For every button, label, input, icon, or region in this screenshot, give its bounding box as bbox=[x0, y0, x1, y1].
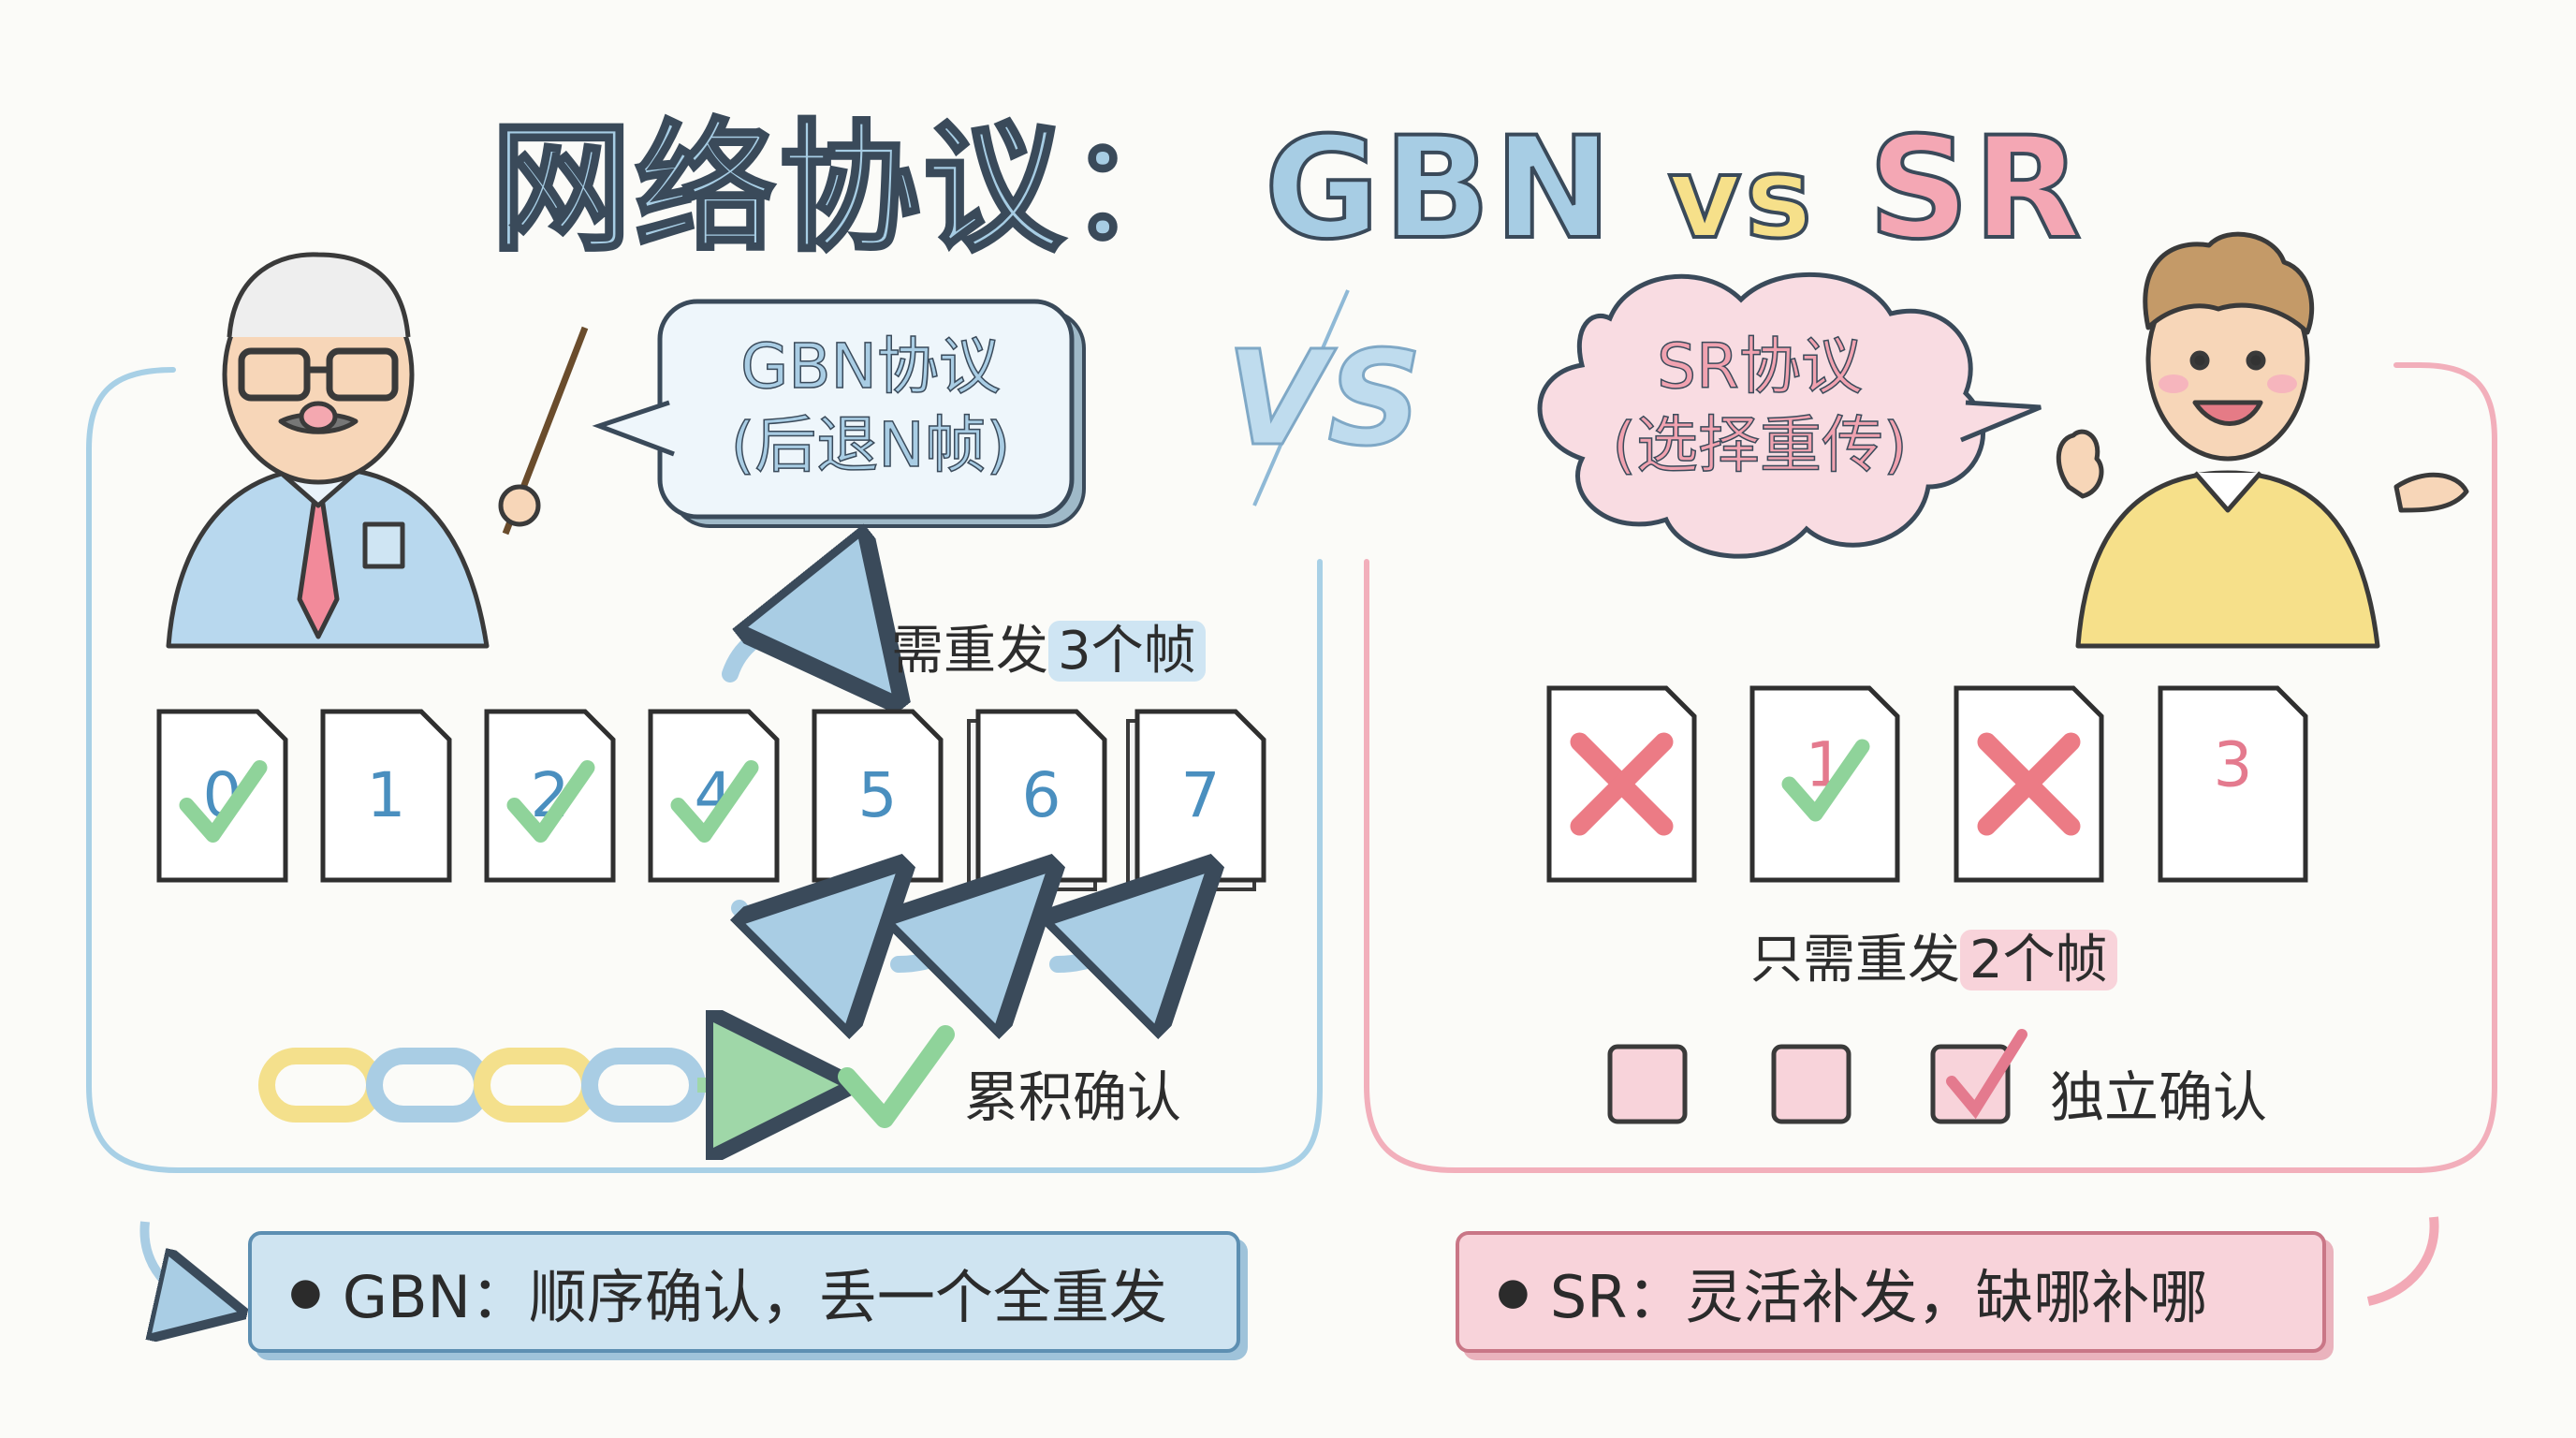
sr-frame-label: 3 bbox=[2214, 729, 2253, 801]
title-gbn: GBN bbox=[1263, 106, 1616, 272]
gbn-frame bbox=[156, 709, 288, 883]
gbn-frame-label: 7 bbox=[1181, 759, 1221, 831]
title-vs: vs bbox=[1666, 132, 1816, 266]
sr-resend-highlight: 2个帧 bbox=[1960, 930, 2117, 990]
teacher-illustration bbox=[166, 252, 589, 649]
gbn-frame bbox=[648, 709, 780, 883]
sr-summary-text: SR：灵活补发，缺哪补哪 bbox=[1549, 1263, 2208, 1331]
gbn-resend-prefix: 需重发 bbox=[891, 621, 1048, 682]
vs-badge-text: VS bbox=[1224, 322, 1423, 477]
chain-link-icon bbox=[258, 1034, 955, 1119]
gbn-bubble-line2: (后退N帧) bbox=[730, 408, 1011, 482]
gbn-speech-bubble bbox=[592, 299, 1086, 528]
student-illustration bbox=[2056, 231, 2469, 649]
page-title: 网络协议： GBN vs SR bbox=[0, 75, 2576, 278]
gbn-arrow-low-3 bbox=[1058, 908, 1170, 964]
gbn-panel-border bbox=[86, 367, 1323, 1173]
gbn-frame-label: 1 bbox=[367, 759, 406, 831]
vs-badge bbox=[1252, 289, 1350, 506]
sr-bubble-line1: SR协议 bbox=[1656, 330, 1863, 404]
sr-summary-box: ● SR：灵活补发，缺哪补哪 bbox=[1456, 1231, 2326, 1353]
gbn-arrow-up bbox=[722, 625, 861, 674]
cross-mark-icon bbox=[1570, 732, 1674, 836]
check-mark-icon bbox=[506, 760, 595, 843]
bullet-icon: ● bbox=[1497, 1270, 1530, 1313]
sr-ack-label: 独立确认 bbox=[2050, 1065, 2268, 1129]
gbn-summary-arrow bbox=[139, 1221, 211, 1306]
sr-bubble-line2: (选择重传) bbox=[1612, 408, 1909, 482]
checkbox-icon-group bbox=[1607, 1029, 2027, 1124]
gbn-frame-label: 5 bbox=[858, 759, 898, 831]
gbn-summary-text: GBN：顺序确认，丢一个全重发 bbox=[342, 1263, 1167, 1331]
gbn-bubble-line1: GBN协议 bbox=[739, 330, 1001, 404]
sr-resend-prefix: 只需重发 bbox=[1750, 930, 1960, 990]
title-main: 网络协议： bbox=[490, 106, 1212, 272]
gbn-arrow-low-1 bbox=[739, 908, 861, 936]
check-mark-icon bbox=[1781, 739, 1870, 822]
gbn-frame bbox=[484, 709, 616, 883]
gbn-resend-highlight: 3个帧 bbox=[1048, 621, 1206, 682]
check-mark-icon bbox=[670, 760, 759, 843]
sr-bubble: SR协议 (选择重传) bbox=[1554, 328, 1966, 485]
sr-panel-border bbox=[1364, 362, 2497, 1173]
bullet-icon: ● bbox=[289, 1270, 322, 1313]
gbn-summary-box: ● GBN：顺序确认，丢一个全重发 bbox=[248, 1231, 1240, 1353]
title-sr: SR bbox=[1866, 106, 2086, 272]
sr-cloud-bubble bbox=[1537, 271, 2042, 559]
cross-mark-icon bbox=[1977, 732, 2081, 836]
sr-frame bbox=[1749, 685, 1900, 883]
gbn-bubble: GBN协议 (后退N帧) bbox=[665, 328, 1076, 485]
gbn-arrow-low-2 bbox=[899, 908, 1011, 964]
gbn-frame bbox=[320, 709, 452, 883]
sr-summary-arrow bbox=[2366, 1216, 2439, 1306]
gbn-ack-label: 累积确认 bbox=[964, 1065, 1182, 1129]
check-mark-icon bbox=[179, 760, 268, 843]
sr-frame bbox=[2158, 685, 2308, 883]
gbn-frame-label: 6 bbox=[1022, 759, 1061, 831]
